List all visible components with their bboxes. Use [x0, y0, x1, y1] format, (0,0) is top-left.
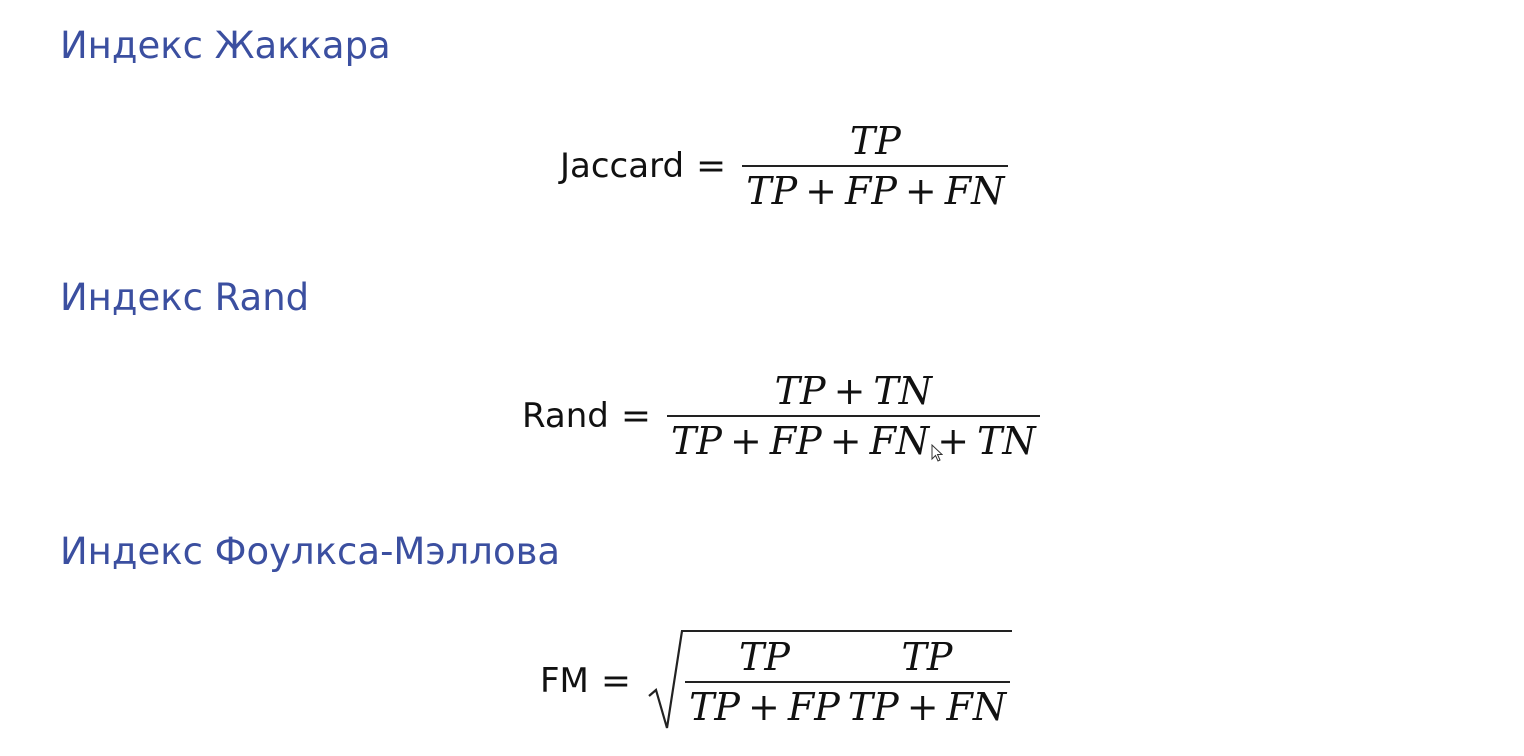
plus-operator: + — [904, 169, 937, 213]
formula-fm: FM = TP TP+FP TP TP+FN — [540, 630, 1013, 732]
formula-jaccard: Jaccard = TP TP+FP+FN — [560, 118, 1009, 214]
formula-lhs: FM — [540, 661, 589, 701]
fraction: TP TP+FP+FN — [742, 118, 1009, 214]
numerator: TP+TN — [771, 368, 936, 414]
numerator: TP — [846, 118, 905, 164]
denominator: TP+FP — [685, 684, 844, 730]
term: FN — [869, 419, 930, 463]
term: FP — [844, 169, 897, 213]
fraction-bar — [685, 681, 844, 683]
fraction: TP TP+FP — [685, 634, 844, 730]
term: FP — [769, 419, 822, 463]
term: FP — [787, 685, 840, 729]
formula-rand: Rand = TP+TN TP+FP+FN+TN — [522, 368, 1040, 464]
heading-jaccard: Индекс Жаккара — [60, 24, 391, 67]
equals-sign: = — [696, 145, 727, 187]
term: TP — [847, 685, 899, 729]
fraction-bar — [843, 681, 1011, 683]
plus-operator: + — [906, 685, 939, 729]
term: TP — [671, 419, 722, 463]
plus-operator: + — [829, 419, 862, 463]
term: TP — [689, 685, 740, 729]
term: TN — [977, 419, 1036, 463]
term: FN — [944, 169, 1005, 213]
term: TP — [738, 635, 790, 679]
radicand: TP TP+FP TP TP+FN — [681, 630, 1013, 732]
equals-sign: = — [620, 395, 652, 437]
denominator: TP+FP+FN — [742, 168, 1008, 214]
heading-rand: Индекс Rand — [60, 276, 310, 319]
equals-sign: = — [600, 660, 632, 702]
formula-lhs: Jaccard — [560, 146, 685, 186]
term: TP — [901, 635, 953, 679]
numerator: TP — [735, 634, 794, 680]
plus-operator: + — [729, 419, 762, 463]
mouse-pointer-icon — [931, 444, 943, 462]
plus-operator: + — [805, 169, 837, 213]
plus-operator: + — [937, 419, 970, 463]
plus-operator: + — [833, 369, 866, 413]
term: TP — [774, 369, 826, 413]
radical-sign-icon — [648, 630, 684, 729]
denominator: TP+FN — [844, 684, 1010, 730]
heading-fowlkes-mallows: Индекс Фоулкса-Мэллова — [60, 530, 561, 573]
term: TN — [873, 369, 933, 413]
term: FN — [946, 685, 1007, 729]
fraction: TP TP+FN — [843, 634, 1011, 730]
term: TP — [746, 169, 798, 213]
square-root: TP TP+FP TP TP+FN — [647, 630, 1013, 732]
fraction-bar — [742, 165, 1009, 167]
term: TP — [849, 119, 901, 163]
fraction-bar — [667, 415, 1040, 417]
plus-operator: + — [748, 685, 780, 729]
denominator: TP+FP+FN+TN — [667, 418, 1040, 464]
fraction: TP+TN TP+FP+FN+TN — [667, 368, 1040, 464]
numerator: TP — [898, 634, 957, 680]
formula-lhs: Rand — [522, 396, 609, 436]
